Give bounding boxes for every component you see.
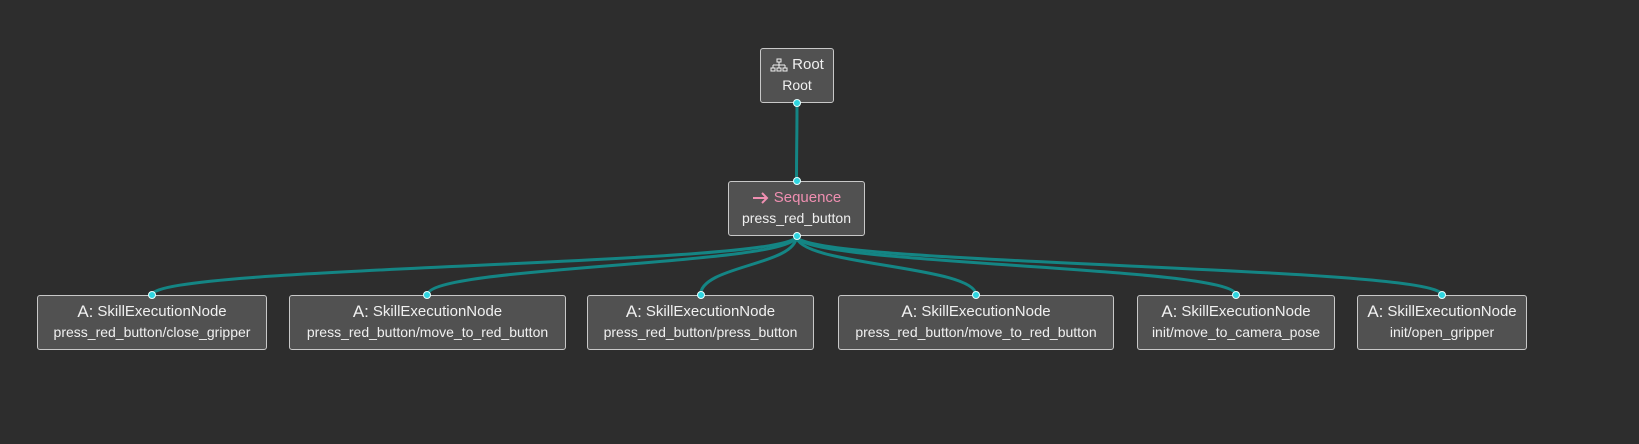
edge-sequence-to-child-5 [795,234,1444,297]
skill-type-line: A: SkillExecutionNode [839,303,1113,321]
tree-structure-icon [770,58,788,72]
skill-type-line: A: SkillExecutionNode [290,303,565,321]
root-node[interactable]: Root Root [760,48,834,103]
action-icon: A: [901,302,918,321]
action-icon: A: [352,302,369,321]
sequence-node[interactable]: Sequence press_red_button [728,181,865,236]
arrow-right-icon [752,191,770,205]
action-icon: A: [77,302,94,321]
sequence-name-label: press_red_button [742,210,851,226]
sequence-input-port[interactable] [793,177,801,185]
skill-type-label: SkillExecutionNode [645,303,776,320]
skill-type-line: A: SkillExecutionNode [38,303,266,321]
skill-input-port[interactable] [1232,291,1240,299]
edge-root-to-sequence [795,102,799,182]
skill-input-port[interactable] [697,291,705,299]
skill-type-label: SkillExecutionNode [921,303,1051,320]
edge-sequence-to-child-0 [150,234,798,297]
root-name-label: Root [782,77,812,93]
skill-name-label: press_red_button/close_gripper [53,324,251,340]
skill-node-open-gripper[interactable]: A: SkillExecutionNode init/open_gripper [1357,295,1527,350]
skill-type-label: SkillExecutionNode [97,303,227,320]
skill-node-move-to-camera-pose[interactable]: A: SkillExecutionNode init/move_to_camer… [1137,295,1335,350]
root-type-label: Root [792,56,824,73]
skill-name-label: init/open_gripper [1389,324,1495,340]
skill-input-port[interactable] [148,291,156,299]
skill-type-label: SkillExecutionNode [1387,303,1517,320]
skill-type-label: SkillExecutionNode [1181,303,1311,320]
root-type-line: Root [761,56,833,74]
action-icon: A: [1367,302,1384,321]
skill-node-close-gripper[interactable]: A: SkillExecutionNode press_red_button/c… [37,295,267,350]
sequence-type-label: Sequence [773,189,842,206]
skill-type-line: A: SkillExecutionNode [1138,303,1334,321]
action-icon: A: [1161,302,1178,321]
sequence-type-line: Sequence [729,189,864,207]
skill-type-label: SkillExecutionNode [372,303,503,320]
edge-sequence-to-child-3 [795,235,978,296]
action-icon: A: [625,302,642,321]
skill-input-port[interactable] [423,291,431,299]
edge-sequence-to-child-4 [795,235,1238,296]
skill-type-line: A: SkillExecutionNode [588,303,813,321]
skill-name-label: press_red_button/move_to_red_button [306,324,549,340]
edge-sequence-to-child-2 [699,235,798,296]
skill-input-port[interactable] [972,291,980,299]
skill-node-press-button[interactable]: A: SkillExecutionNode press_red_button/p… [587,295,814,350]
skill-name-label: press_red_button/move_to_red_button [855,324,1097,340]
edge-sequence-to-child-1 [426,235,798,296]
skill-type-line: A: SkillExecutionNode [1358,303,1526,321]
skill-input-port[interactable] [1438,291,1446,299]
skill-node-move-to-red-button[interactable]: A: SkillExecutionNode press_red_button/m… [289,295,566,350]
skill-name-label: press_red_button/press_button [603,324,798,340]
root-output-port[interactable] [793,99,801,107]
sequence-output-port[interactable] [793,232,801,240]
skill-name-label: init/move_to_camera_pose [1151,324,1321,340]
skill-node-move-to-red-button-2[interactable]: A: SkillExecutionNode press_red_button/m… [838,295,1114,350]
